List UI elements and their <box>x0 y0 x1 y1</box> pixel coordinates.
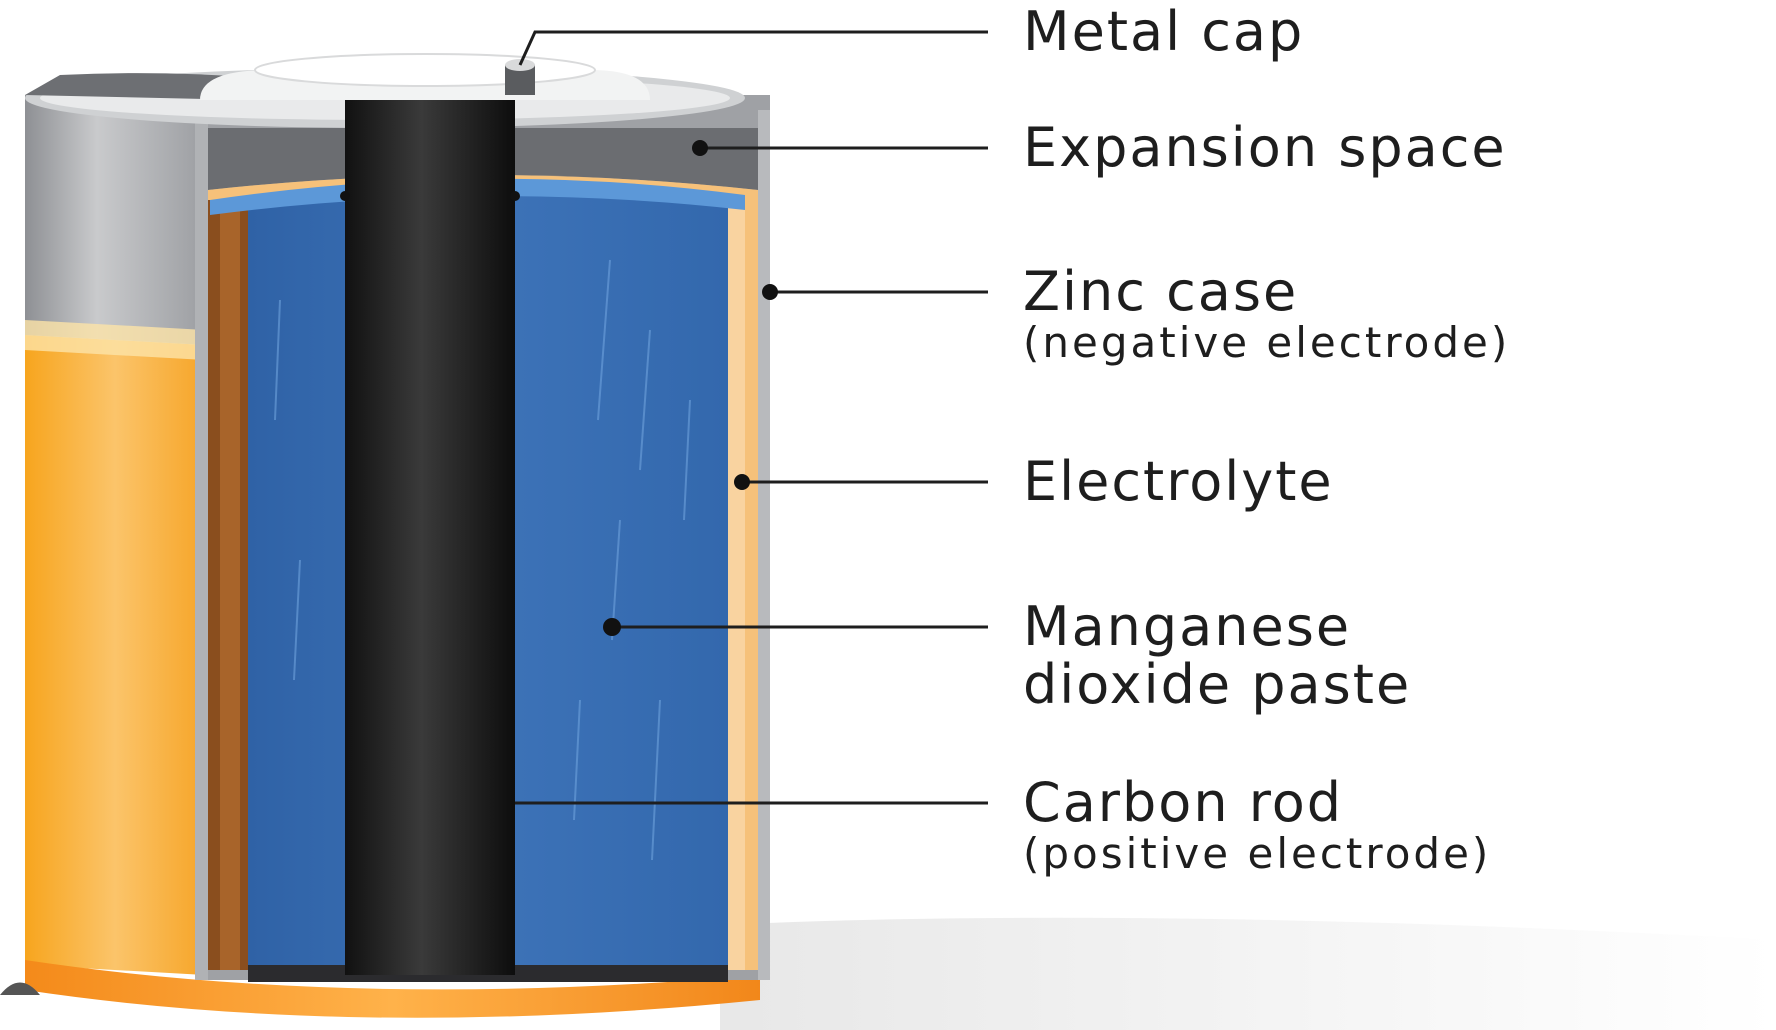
dot-electrolyte <box>734 474 750 490</box>
leader-dots <box>340 140 778 636</box>
dot-rod-left <box>340 191 350 201</box>
metal-cap <box>200 53 650 100</box>
label-zinc-case-sub: (negative electrode) <box>1023 318 1511 367</box>
label-zinc-case: Zinc case (negative electrode) <box>1023 264 1510 366</box>
dot-manganese <box>603 618 621 636</box>
label-manganese-title: Manganese <box>1023 595 1352 658</box>
label-carbon-rod-sub: (positive electrode) <box>1023 829 1492 878</box>
label-manganese-dioxide: Manganese dioxide paste <box>1023 598 1411 714</box>
dot-expansion-space <box>692 140 708 156</box>
dot-rod-right <box>510 191 520 201</box>
label-electrolyte: Electrolyte <box>1023 450 1334 513</box>
floor-shadow <box>720 917 1776 1030</box>
leader-lines <box>515 30 988 805</box>
label-carbon-rod-title: Carbon rod <box>1023 771 1344 834</box>
bottom-rim <box>0 960 760 1018</box>
carbon-rod <box>345 71 515 975</box>
label-carbon-rod: Carbon rod (positive electrode) <box>1023 775 1491 877</box>
dot-zinc-case <box>762 284 778 300</box>
label-expansion-space: Expansion space <box>1023 116 1507 179</box>
outer-jacket <box>25 95 205 975</box>
leader-line-metal-cap <box>518 30 988 66</box>
label-manganese-sub: dioxide paste <box>1023 653 1412 716</box>
label-metal-cap: Metal cap <box>1023 0 1305 63</box>
label-zinc-case-title: Zinc case <box>1023 260 1299 323</box>
